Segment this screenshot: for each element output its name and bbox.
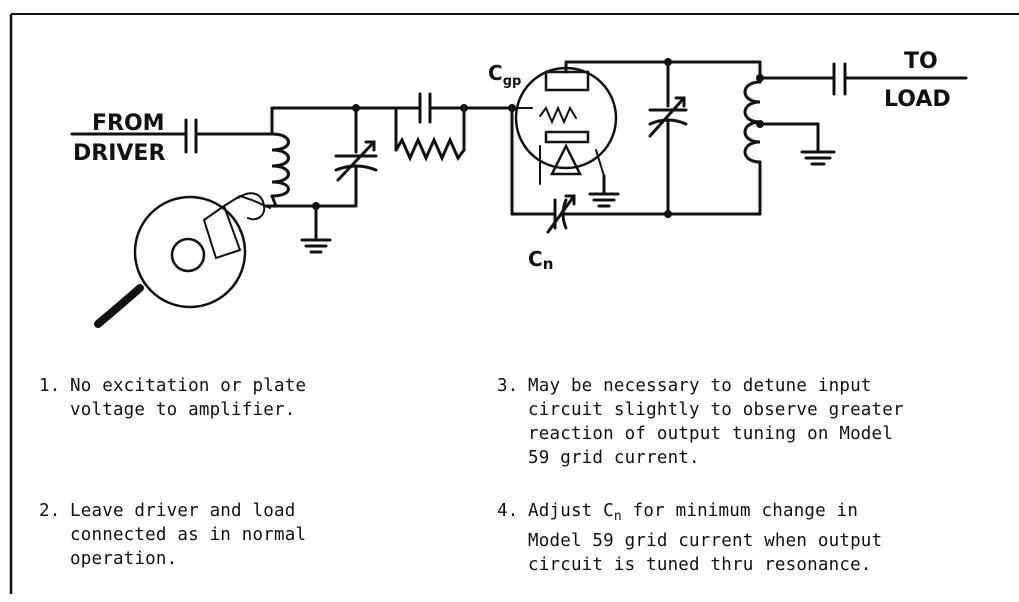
label-cn: Cn [528, 247, 553, 273]
label-driver: DRIVER [73, 141, 165, 166]
note-1: 1. No excitation or plate voltage to amp… [39, 374, 306, 446]
label-cgp: Cgp [488, 61, 521, 89]
note-3: 3. May be necessary to detune input circ… [497, 374, 904, 468]
input-coil [270, 132, 290, 198]
grid-leak-resistor [394, 136, 466, 162]
note-2-text: Leave driver and load connected as in no… [70, 501, 307, 569]
note-4-text: Adjust Cn for minimum change in Model 59… [528, 501, 883, 575]
note-2: 2. Leave driver and load connected as in… [39, 499, 306, 571]
meter-dial [170, 237, 206, 273]
label-load: LOAD [884, 87, 951, 112]
note-3-number: 3. [497, 376, 519, 396]
label-to: TO [904, 49, 938, 74]
note-4-number: 4. [497, 501, 519, 521]
note-4: 4. Adjust Cn for minimum change in Model… [497, 499, 882, 575]
note-3-text: May be necessary to detune input circuit… [528, 376, 904, 468]
label-from: FROM [92, 111, 165, 136]
note-1-text: No excitation or plate voltage to amplif… [70, 376, 307, 420]
note-2-number: 2. [39, 501, 61, 521]
meter-body [133, 195, 247, 309]
note-1-number: 1. [39, 376, 61, 396]
